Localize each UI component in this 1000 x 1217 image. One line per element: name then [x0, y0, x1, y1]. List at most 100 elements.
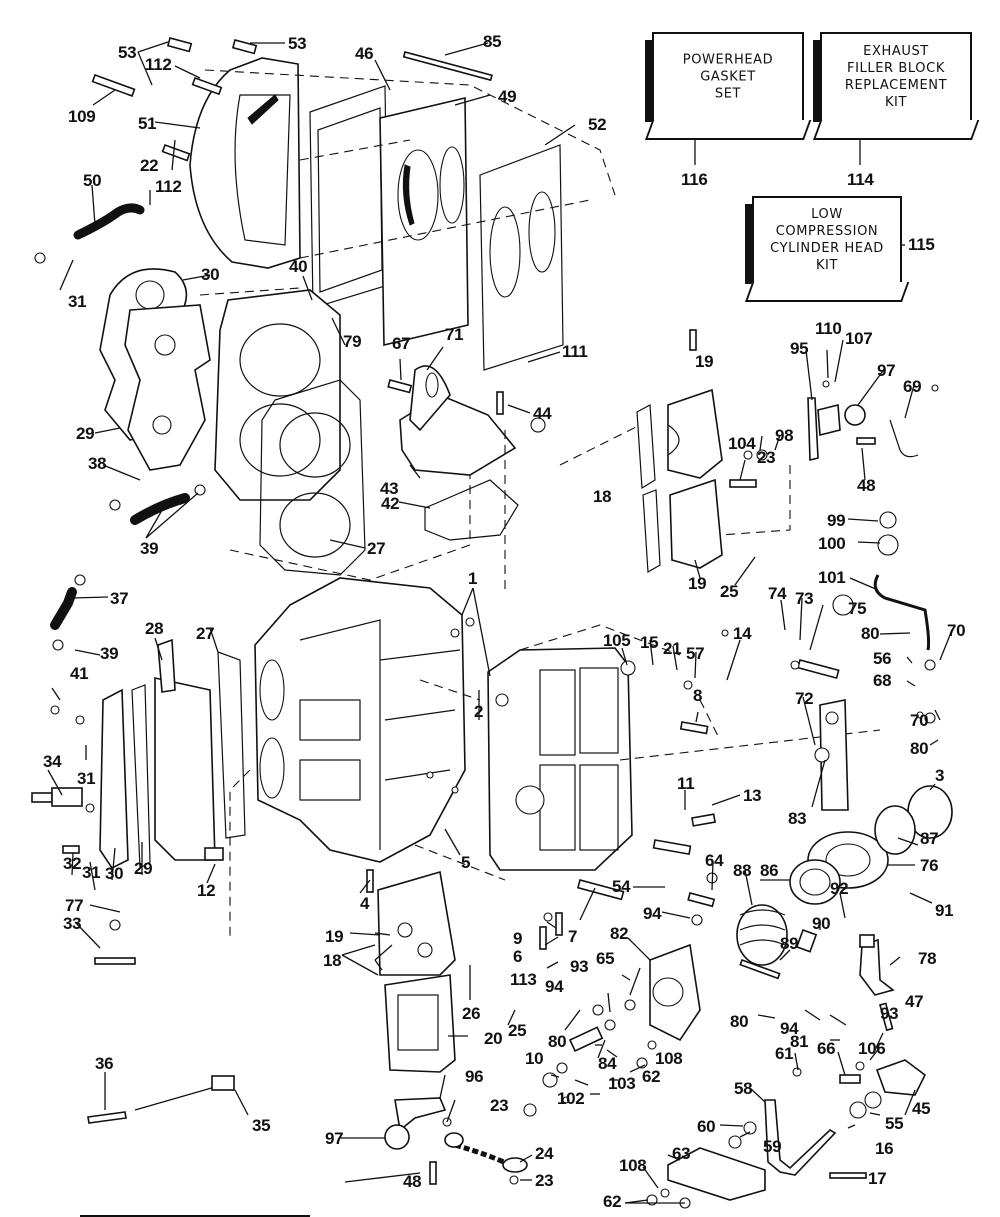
callout-label: 39: [140, 539, 159, 558]
callout-label: 12: [197, 881, 216, 900]
knob-97b: [384, 1124, 410, 1150]
callout-label: 72: [795, 689, 814, 708]
cylinder-block-crankcase: [254, 577, 466, 863]
callout-label: 48: [403, 1172, 422, 1191]
callout-label: 60: [697, 1117, 716, 1136]
callout-label: 52: [588, 115, 607, 134]
thermostat-gasket-42: [424, 479, 519, 541]
callout-label: 14: [733, 624, 752, 643]
callout-label: 103: [608, 1074, 636, 1093]
kit-label: POWERHEAD GASKET SET: [654, 52, 802, 103]
callout-label: 58: [734, 1079, 753, 1098]
callout-label: 70: [947, 621, 966, 640]
callout-label: 93: [880, 1004, 899, 1023]
exhaust-plate-gasket: [479, 144, 564, 371]
callout-label: 92: [830, 879, 849, 898]
callout-label: 83: [788, 809, 807, 828]
kit-label-line: LOW: [811, 207, 843, 222]
ground-strap-24: [444, 1132, 528, 1173]
callout-label: 62: [642, 1067, 661, 1086]
kit-box-side: [745, 204, 754, 284]
callout-label: 108: [619, 1156, 647, 1175]
callout-label: 63: [672, 1144, 691, 1163]
callout-label: 112: [155, 177, 182, 196]
kit-label-line: REPLACEMENT: [844, 78, 948, 93]
exhaust-manifold-plate: [379, 96, 469, 347]
callout-label: 28: [145, 619, 164, 638]
callout-label: 8: [693, 686, 703, 705]
callout-label: 86: [760, 861, 779, 880]
callout-label: 16: [875, 1139, 894, 1158]
callout-label: 31: [68, 292, 87, 311]
callout-label: 20: [484, 1029, 503, 1048]
water-cover-30: [99, 688, 129, 870]
head-gasket-27b: [217, 651, 246, 839]
callout-label: 23: [490, 1096, 509, 1115]
clip-69: [889, 419, 919, 458]
shift-link-78: [859, 938, 895, 996]
callout-label: 101: [818, 568, 846, 587]
kit-ref-number: 116: [681, 170, 708, 189]
callout-label: 95: [790, 339, 809, 358]
callout-label: 77: [65, 896, 84, 915]
kit-powerhead-gasket-set: POWERHEAD GASKET SET: [645, 32, 812, 140]
callout-label: 74: [768, 584, 787, 603]
callout-label: 88: [733, 861, 752, 880]
callout-label: 107: [845, 329, 873, 348]
callout-label: 10: [525, 1049, 544, 1068]
callout-label: 81: [790, 1032, 809, 1051]
hose-50: [73, 203, 145, 240]
spark-plug-34: [31, 787, 83, 807]
bracket-63: [667, 1147, 766, 1201]
callout-label: 19: [688, 574, 707, 593]
kit-box-side: [645, 40, 654, 122]
exhaust-cover: [189, 57, 301, 269]
kit-label-line: CYLINDER HEAD: [770, 241, 884, 256]
callout-label: 76: [920, 856, 939, 875]
callout-label: 27: [367, 539, 386, 558]
timing-plate-82: [649, 943, 701, 1042]
kit-label-line: KIT: [815, 258, 839, 273]
callout-label: 61: [775, 1044, 794, 1063]
callout-label: 2: [474, 702, 484, 721]
callout-label: 42: [381, 494, 400, 513]
callout-label: 110: [815, 319, 842, 338]
callout-label: 55: [885, 1114, 904, 1133]
callout-label: 5: [461, 853, 471, 872]
callout-label: 32: [63, 854, 82, 873]
callout-label: 23: [757, 448, 776, 467]
callout-label: 47: [905, 992, 924, 1011]
callout-label: 111: [562, 342, 588, 361]
kit-label-line: GASKET: [700, 69, 756, 85]
hose-37: [50, 587, 77, 630]
callout-label: 100: [818, 534, 846, 553]
callout-label: 94: [545, 977, 564, 996]
throttle-lever-58: [764, 1099, 837, 1176]
exhaust-cover-gasket: [309, 85, 389, 309]
callout-label: 29: [76, 424, 95, 443]
callout-label: 31: [77, 769, 96, 788]
callout-label: 65: [596, 949, 615, 968]
callout-label: 17: [868, 1169, 887, 1188]
callout-label: 11: [677, 774, 695, 793]
callout-label: 34: [43, 752, 62, 771]
callout-label: 25: [720, 582, 739, 601]
kit-label-line: KIT: [884, 95, 908, 110]
callout-label: 70: [910, 711, 929, 730]
callout-label: 43: [380, 479, 399, 498]
kit-ref-number: 114: [847, 170, 874, 189]
callout-label: 38: [88, 454, 107, 473]
callout-label: 106: [858, 1039, 886, 1058]
callout-label: 48: [857, 476, 876, 495]
callout-label: 9: [513, 929, 523, 948]
kit-label-line: EXHAUST: [863, 44, 929, 59]
callout-label: 82: [610, 924, 629, 943]
callout-label: 19: [695, 352, 714, 371]
water-cover-gasket-29b: [131, 684, 151, 870]
cylinder-head-28: [154, 638, 216, 861]
callout-label: 18: [593, 487, 612, 506]
callout-label: 71: [445, 325, 464, 344]
kit-box-side: [813, 40, 822, 122]
callout-label: 94: [780, 1019, 799, 1038]
